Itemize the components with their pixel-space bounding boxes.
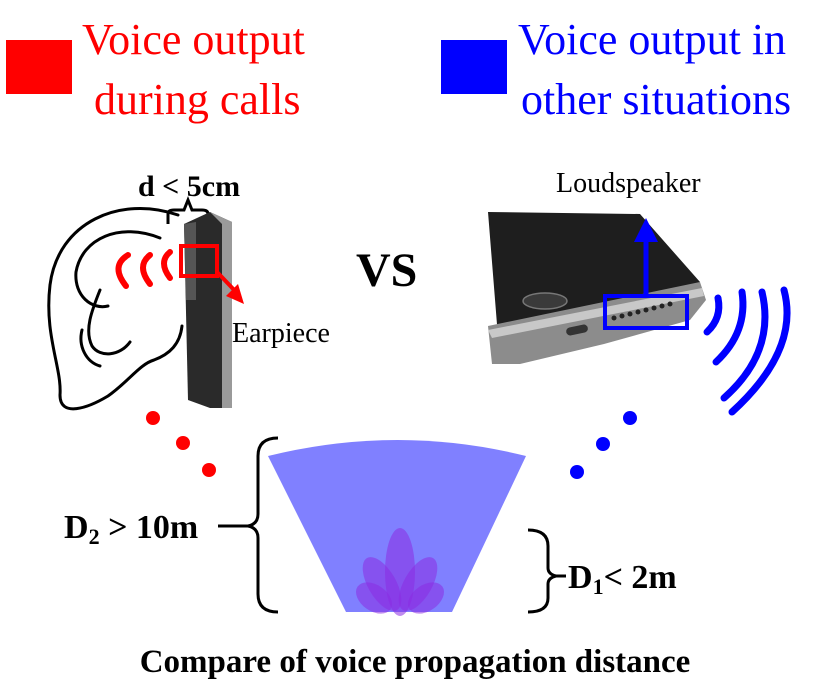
ear-icon (47, 207, 184, 411)
earpiece-highlight-box (179, 244, 219, 278)
near-propagation-flower (355, 528, 445, 616)
loudspeaker-label: Loudspeaker (556, 168, 701, 199)
sound-wave-icon (115, 249, 173, 289)
loudspeaker-wave-icon (703, 286, 791, 416)
red-dots (146, 411, 216, 477)
arrow-icon (634, 218, 658, 242)
legend-red-line2: during calls (94, 75, 301, 124)
blue-dots (570, 411, 637, 479)
earpiece-arrow-head (226, 284, 244, 304)
distance-ear-label: d < 5cm (138, 170, 240, 203)
legend-blue-line1: Voice output in (518, 15, 786, 64)
phone-earpiece-icon (184, 212, 232, 408)
earpiece-label: Earpiece (232, 318, 330, 349)
phone-loudspeaker-icon (488, 212, 706, 364)
versus-label: VS (356, 244, 417, 297)
legend-blue-swatch (441, 40, 507, 94)
far-propagation-cone (268, 440, 526, 612)
near-distance-brace (527, 528, 557, 614)
legend-red-swatch (6, 40, 72, 94)
caption: Compare of voice propagation distance (140, 644, 691, 680)
far-distance-label: D2 > 10m (64, 509, 198, 549)
legend-red-line1: Voice output (82, 15, 305, 64)
legend-blue-line2: other situations (521, 75, 791, 124)
near-distance-label: D1< 2m (568, 559, 677, 599)
